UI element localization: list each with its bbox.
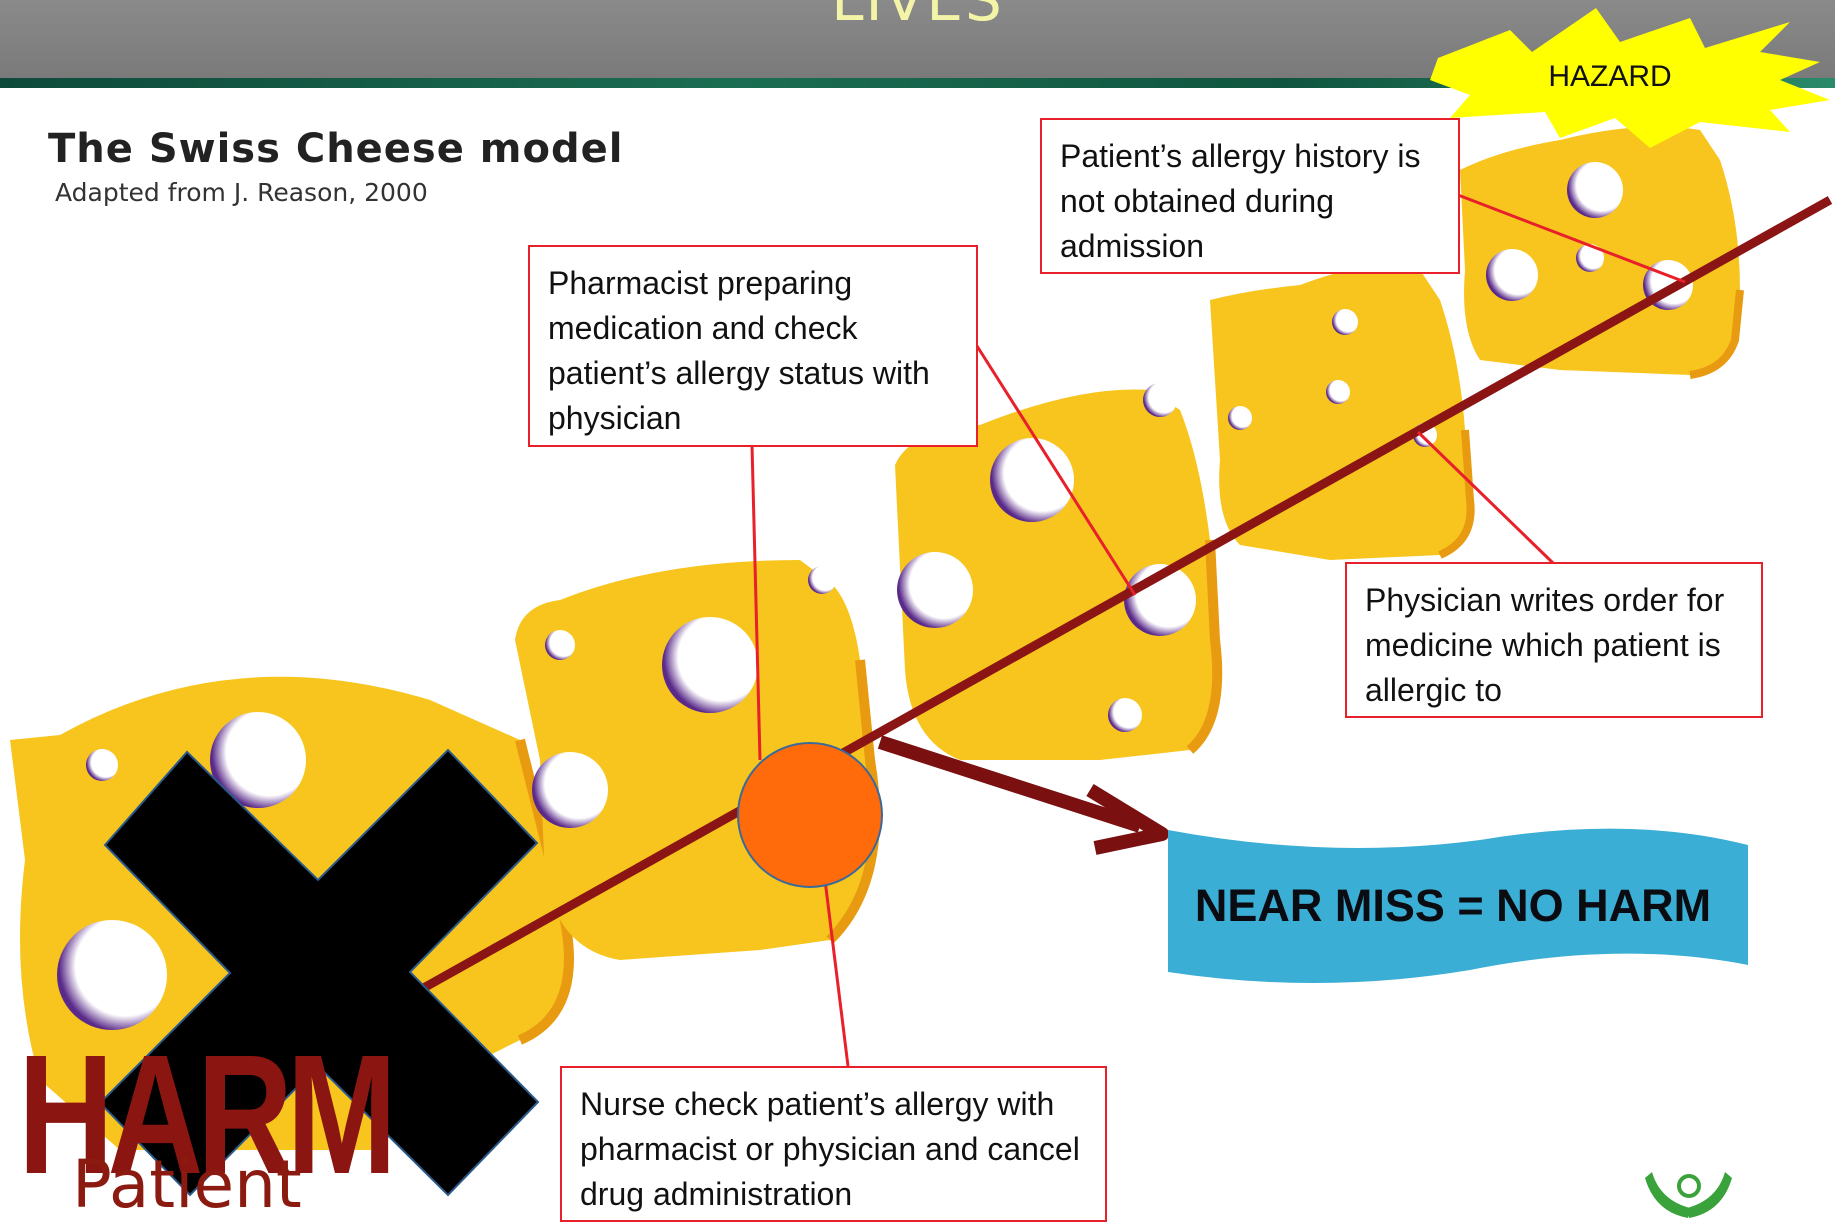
patient-word: Patient [72,1150,302,1220]
hazard-label: HAZARD [1525,60,1695,94]
logo-hands-icon [1645,1172,1732,1218]
callout-nurse: Nurse check patient’s allergy with pharm… [560,1066,1107,1222]
callout-allergy-history: Patient’s allergy history is not obtaine… [1040,118,1460,274]
callout-physician: Physician writes order for medicine whic… [1345,562,1763,718]
cheese-slice-4 [1210,265,1471,560]
caption-title: The Swiss Cheese model [48,126,623,172]
near-miss-label: NEAR MISS = NO HARM [1168,880,1738,932]
caption-subtitle: Adapted from J. Reason, 2000 [55,178,428,207]
stop-circle [738,743,882,887]
callout-pharmacist: Pharmacist preparing medication and chec… [528,245,978,447]
